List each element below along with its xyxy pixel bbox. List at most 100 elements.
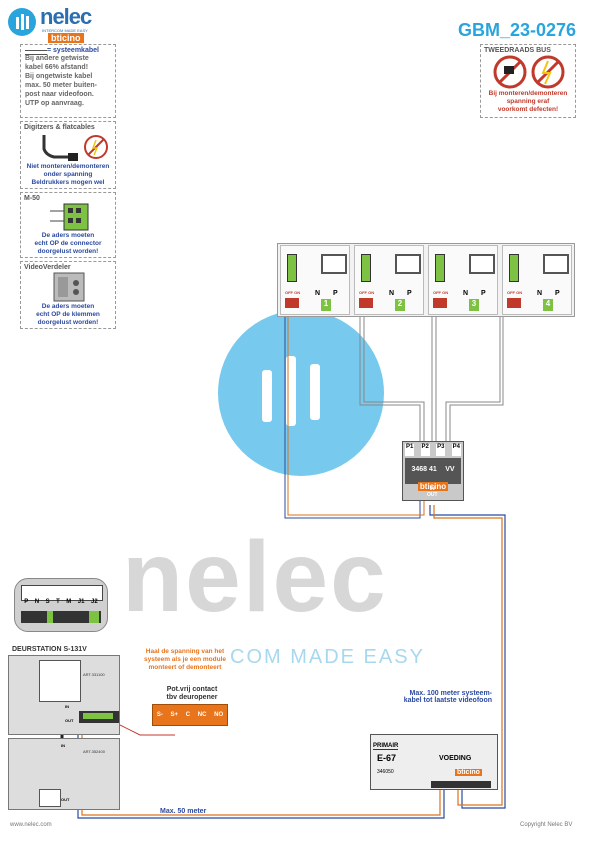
terminal-label: M [66, 599, 72, 605]
flatcable-icon [42, 135, 108, 161]
supply-brand: bticino [455, 769, 482, 776]
note-m50: M-50 De aders moeten echt OP de connecto… [20, 192, 116, 258]
monitor-connector [361, 254, 371, 282]
cable-label-max50: Max. 50 meter [160, 808, 207, 815]
system-cable-line: UTP op aanvraag. [25, 100, 85, 107]
watermark-bars [262, 352, 342, 432]
terminal-label: J1 [77, 599, 85, 605]
monitor-n-label: N [537, 290, 543, 297]
cable-label-line: Max. 100 meter systeem- [409, 690, 493, 697]
monitor-number: 1 [321, 299, 331, 311]
system-cable-line: Bij ongetwiste kabel [25, 73, 93, 80]
port-label: P1 [405, 444, 415, 456]
system-cable-title: = systeemkabel [47, 47, 99, 54]
m50-title: M-50 [24, 195, 40, 202]
monitor-n-label: N [463, 290, 469, 297]
footer-website: www.nelec.com [10, 822, 52, 828]
relay-title-line: Pot.vrij contact [166, 686, 218, 693]
monitor-off-on: OFF ON [285, 290, 301, 295]
videoverdeler-line: echt OP de klemmen [36, 311, 100, 318]
supply-code: 346050 [377, 769, 394, 775]
footer-copyright: Copyright Nelec BV [520, 822, 573, 828]
monitor-screen [469, 254, 495, 274]
two-wire-line: voorkomt defecten! [497, 106, 559, 113]
module-in-label: IN [61, 743, 65, 748]
door-warning-line: systeem als je een module [143, 656, 226, 663]
digitizers-line: onder spanning [43, 171, 93, 178]
note-two-wire-bus: TWEEDRAADS BUS Bij monteren/demonteren s… [480, 44, 576, 118]
m50-line: echt OP de connector [34, 240, 102, 247]
relay-cable [109, 719, 175, 736]
supply-primary: PRIMAIR [373, 743, 399, 750]
terminal-label: P [24, 599, 29, 605]
terminal-label: J2 [90, 599, 98, 605]
cable-label-max100: Max. 100 meter systeem- kabel tot laatst… [362, 690, 492, 704]
no-power-icons [493, 55, 565, 89]
watermark-word: nelec [122, 521, 388, 633]
system-cable-line: kabel 66% afstand! [25, 64, 89, 71]
port-label: P4 [451, 444, 461, 456]
monitor-number: 2 [395, 299, 405, 311]
digitizers-line: Beldrukkers mogen wel [31, 179, 105, 186]
port-label: P3 [436, 444, 446, 456]
digitizers-line: Niet monteren/demonteren [26, 163, 110, 170]
relay-terminal: NC [197, 712, 207, 718]
videoverdeler-icon [53, 272, 85, 302]
door-warning-line: Haal de spanning van het [145, 648, 225, 655]
videoverdeler-line: De aders moeten [41, 303, 95, 310]
logo-tagline: INTERCOM MADE EASY [42, 28, 88, 33]
monitor-connector [287, 254, 297, 282]
watermark-tagline: COM MADE EASY [230, 646, 425, 668]
terminal-label: S [45, 599, 50, 605]
monitor-p-label: P [555, 290, 560, 297]
monitor-switch [285, 298, 299, 308]
distributor-brand: bticino [417, 482, 449, 491]
relay-terminal: C [185, 712, 191, 718]
relay-terminal: NO [214, 712, 224, 718]
monitor-p-label: P [407, 290, 412, 297]
logo-mark [8, 8, 36, 36]
distributor-vv: VV [445, 466, 455, 473]
distributor-in: IN [429, 486, 435, 492]
note-videoverdeler: VideoVerdeler De aders moeten echt OP de… [20, 261, 116, 329]
door-warning-line: monteert of demonteert [148, 664, 222, 671]
module-in-label: IN [65, 704, 69, 709]
monitor-screen [321, 254, 347, 274]
port-label: P2 [420, 444, 430, 456]
monitor-p-label: P [481, 290, 486, 297]
power-supply: PRIMAIR E-67 VOEDING 346050 bticino [370, 734, 498, 790]
two-wire-line: Bij monteren/demonteren [488, 90, 568, 97]
monitor-screen [543, 254, 569, 274]
module-out-label: OUT [61, 797, 70, 802]
module-out-label: OUT [65, 718, 74, 723]
module-code: ART.352400 [83, 749, 105, 754]
door-station-module-lower: ART.352400 IN OUT [8, 738, 120, 810]
m50-line: De aders moeten [41, 232, 95, 239]
monitor-connector [509, 254, 519, 282]
video-distributor: P1 P2 P3 P4 3468 41 VV bticino IN OUT [402, 441, 464, 501]
logo-name: nelec [40, 4, 92, 29]
bus-cables-supply [429, 505, 506, 809]
monitor-screen [395, 254, 421, 274]
monitor-number: 3 [469, 299, 479, 311]
digitizers-title: Digitzers & flatcables [24, 124, 95, 131]
monitor-p-label: P [333, 290, 338, 297]
distributor-model: 3468 41 [411, 466, 437, 473]
terminal-label: T [56, 599, 60, 605]
system-cable-line: Bij andere getwiste [25, 55, 89, 62]
logo-brand: bticino [48, 33, 84, 43]
relay-terminal: S+ [170, 712, 179, 718]
monitor-switch [359, 298, 373, 308]
videoverdeler-line: doorgelust worden! [37, 319, 99, 326]
door-warning: Haal de spanning van het systeem als je … [120, 648, 250, 672]
doc-id: GBM_23-0276 [458, 20, 577, 40]
monitor-n-label: N [389, 290, 395, 297]
note-digitizers: Digitzers & flatcables Niet monteren/dem… [20, 121, 116, 189]
distributor-out: OUT [427, 492, 438, 498]
monitor-switch [507, 298, 521, 308]
supply-model: E-67 [377, 753, 397, 763]
relay-terminal: S- [156, 712, 163, 718]
